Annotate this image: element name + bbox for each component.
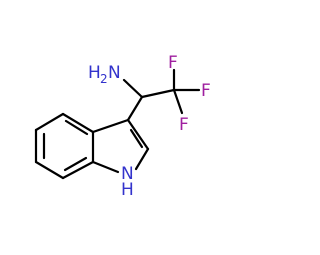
indole-hydrogen-label: H	[121, 180, 134, 200]
fluorine-label-bottom: F	[179, 115, 189, 135]
bond-ca-nh2	[122, 78, 144, 99]
bond-ca-cf3	[140, 88, 176, 99]
bond-ring-top-left	[34, 112, 65, 132]
bond-ring-double-top	[64, 119, 89, 136]
bond-c3-ca	[126, 95, 144, 122]
amine-label-subscript: 2	[100, 72, 108, 86]
bond-c3-c2	[126, 118, 150, 151]
bond-c2-n1	[134, 147, 150, 171]
molecule-diagram: H 2 N F F F N H	[34, 53, 211, 200]
structure-svg: H 2 N F F F N H	[34, 53, 211, 200]
bond-n1-c7a	[91, 160, 120, 174]
bond-ring-top-right	[61, 112, 95, 134]
bond-group	[34, 68, 201, 180]
indole-nitrogen-label: N	[121, 164, 134, 184]
fluorine-label-right: F	[201, 81, 211, 101]
bond-ring-bottom-right	[61, 160, 95, 180]
bond-cf3-f-bottom	[172, 88, 184, 115]
fluorine-label-top: F	[168, 53, 178, 73]
bond-ring-double-bottom	[63, 156, 88, 172]
bond-c3-c2-double	[129, 128, 144, 149]
bond-ring-bottom-left	[34, 160, 65, 180]
bond-c3a-c3	[91, 118, 130, 134]
atom-label-group: H 2 N F F F N H	[88, 53, 211, 200]
amine-label-n: N	[108, 63, 121, 83]
amine-label-h: H	[88, 63, 101, 83]
